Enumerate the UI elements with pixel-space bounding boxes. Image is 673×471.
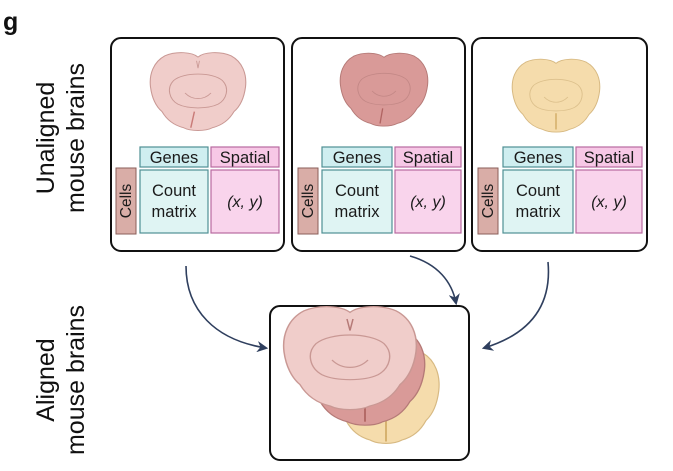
count-label-3b: matrix xyxy=(516,203,562,221)
coords-label-1: (x, y) xyxy=(227,194,263,211)
count-matrix-box-2 xyxy=(321,169,393,234)
genes-box-1 xyxy=(139,146,209,168)
count-label-1b: matrix xyxy=(152,203,198,221)
cells-box-3 xyxy=(477,167,499,235)
aligned-panel xyxy=(269,305,470,461)
genes-label-2: Genes xyxy=(333,149,382,167)
cells-label-2: Cells xyxy=(300,184,317,219)
count-label-1a: Count xyxy=(152,182,196,200)
panel-letter: g xyxy=(3,8,18,36)
genes-box-2 xyxy=(321,146,393,168)
coords-box-3 xyxy=(575,169,643,234)
spatial-box-3 xyxy=(575,146,643,168)
coords-box-2 xyxy=(394,169,462,234)
cells-box-2 xyxy=(297,167,319,235)
cells-label-1: Cells xyxy=(118,184,135,219)
row-label-aligned-line2: mouse brains xyxy=(62,305,90,455)
count-label-3a: Count xyxy=(516,182,560,200)
spatial-label-3: Spatial xyxy=(584,149,634,167)
brain-section-3 xyxy=(511,58,601,133)
coords-label-2: (x, y) xyxy=(410,194,446,211)
cells-box-1 xyxy=(115,167,137,235)
count-label-2a: Count xyxy=(335,182,379,200)
brain-section-2 xyxy=(339,52,429,127)
aligned-brain-1 xyxy=(282,305,418,411)
spatial-box-2 xyxy=(394,146,462,168)
count-label-2b: matrix xyxy=(335,203,381,221)
brain-section-1 xyxy=(149,52,247,132)
row-label-unaligned: Unaligned mouse brains xyxy=(32,63,90,213)
spatial-box-1 xyxy=(210,146,280,168)
spatial-label-1: Spatial xyxy=(220,149,270,167)
row-label-unaligned-line1: Unaligned xyxy=(32,82,60,195)
coords-box-1 xyxy=(210,169,280,234)
genes-label-3: Genes xyxy=(514,149,563,167)
row-label-aligned-line1: Aligned xyxy=(32,338,60,421)
cells-label-3: Cells xyxy=(480,184,497,219)
slice-panel-1: Cells Genes Spatial Count matrix (x, y) xyxy=(110,37,285,252)
coords-label-3: (x, y) xyxy=(591,194,627,211)
slice-panel-3: Cells Genes Spatial Count matrix (x, y) xyxy=(471,37,648,252)
genes-box-3 xyxy=(502,146,574,168)
arrow-slice-3-to-aligned xyxy=(481,261,550,351)
arrow-slice-2-to-aligned xyxy=(409,255,460,306)
count-matrix-box-1 xyxy=(139,169,209,234)
aligned-brain-3 xyxy=(332,348,440,444)
genes-label-1: Genes xyxy=(150,149,199,167)
spatial-label-2: Spatial xyxy=(403,149,453,167)
arrow-slice-1-to-aligned xyxy=(185,265,269,353)
row-label-aligned: Aligned mouse brains xyxy=(32,305,90,455)
count-matrix-box-3 xyxy=(502,169,574,234)
slice-panel-2: Cells Genes Spatial Count matrix (x, y) xyxy=(291,37,466,252)
row-label-unaligned-line2: mouse brains xyxy=(62,63,90,213)
